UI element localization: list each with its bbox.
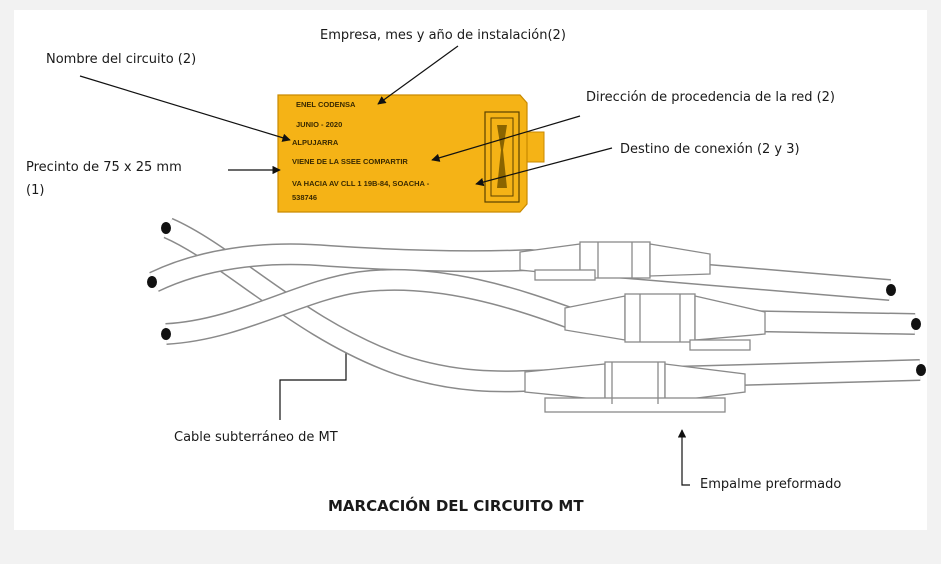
label-seal-size: Precinto de 75 x 25 mm [26, 160, 182, 175]
splice-lower [524, 361, 746, 413]
tag-line-circuit: ALPUJARRA [292, 138, 339, 147]
label-seal-note: (1) [26, 183, 45, 198]
tag-line-origin: VIENE DE LA SSEE COMPARTIR [292, 157, 408, 166]
arrow-direction [431, 115, 581, 162]
arrow-destination [475, 147, 613, 187]
splice-upper [519, 241, 711, 281]
arrow-company [377, 45, 459, 105]
cable-ends [147, 222, 926, 376]
arrow-circuit-name [79, 75, 291, 142]
cable-end [161, 328, 171, 340]
tag-body [277, 94, 528, 213]
tag-lock-tongue [497, 125, 507, 188]
tag-line-company: ENEL CODENSA [296, 100, 356, 109]
arrow-cable [279, 337, 351, 420]
arrow-splice [677, 429, 690, 486]
cable-end [916, 364, 926, 376]
cable-end [147, 276, 157, 288]
label-destination: Destino de conexión (2 y 3) [620, 142, 800, 157]
tag-lock-frame [484, 111, 520, 203]
tag-lock-slot [490, 117, 514, 197]
tag-line-code: 538746 [292, 193, 317, 202]
label-cable: Cable subterráneo de MT [174, 430, 338, 445]
pointer-arrows [79, 45, 690, 486]
splice-middle [564, 293, 766, 351]
tag-line-destination: VA HACIA AV CLL 1 19B-84, SOACHA - [292, 179, 430, 188]
cable-end [886, 284, 896, 296]
label-company: Empresa, mes y año de instalación(2) [320, 28, 566, 43]
label-circuit-name: Nombre del circuito (2) [46, 52, 197, 67]
label-direction: Dirección de procedencia de la red (2) [586, 90, 835, 105]
diagram-caption: MARCACIÓN DEL CIRCUITO MT [328, 497, 584, 515]
label-splice: Empalme preformado [700, 477, 842, 492]
splices [519, 241, 766, 413]
seal-tag: ENEL CODENSA JUNIO - 2020 ALPUJARRA VIEN… [277, 94, 545, 213]
mt-cables [149, 217, 921, 393]
tag-line-date: JUNIO - 2020 [296, 120, 342, 129]
cable-end [161, 222, 171, 234]
cable-end [911, 318, 921, 330]
